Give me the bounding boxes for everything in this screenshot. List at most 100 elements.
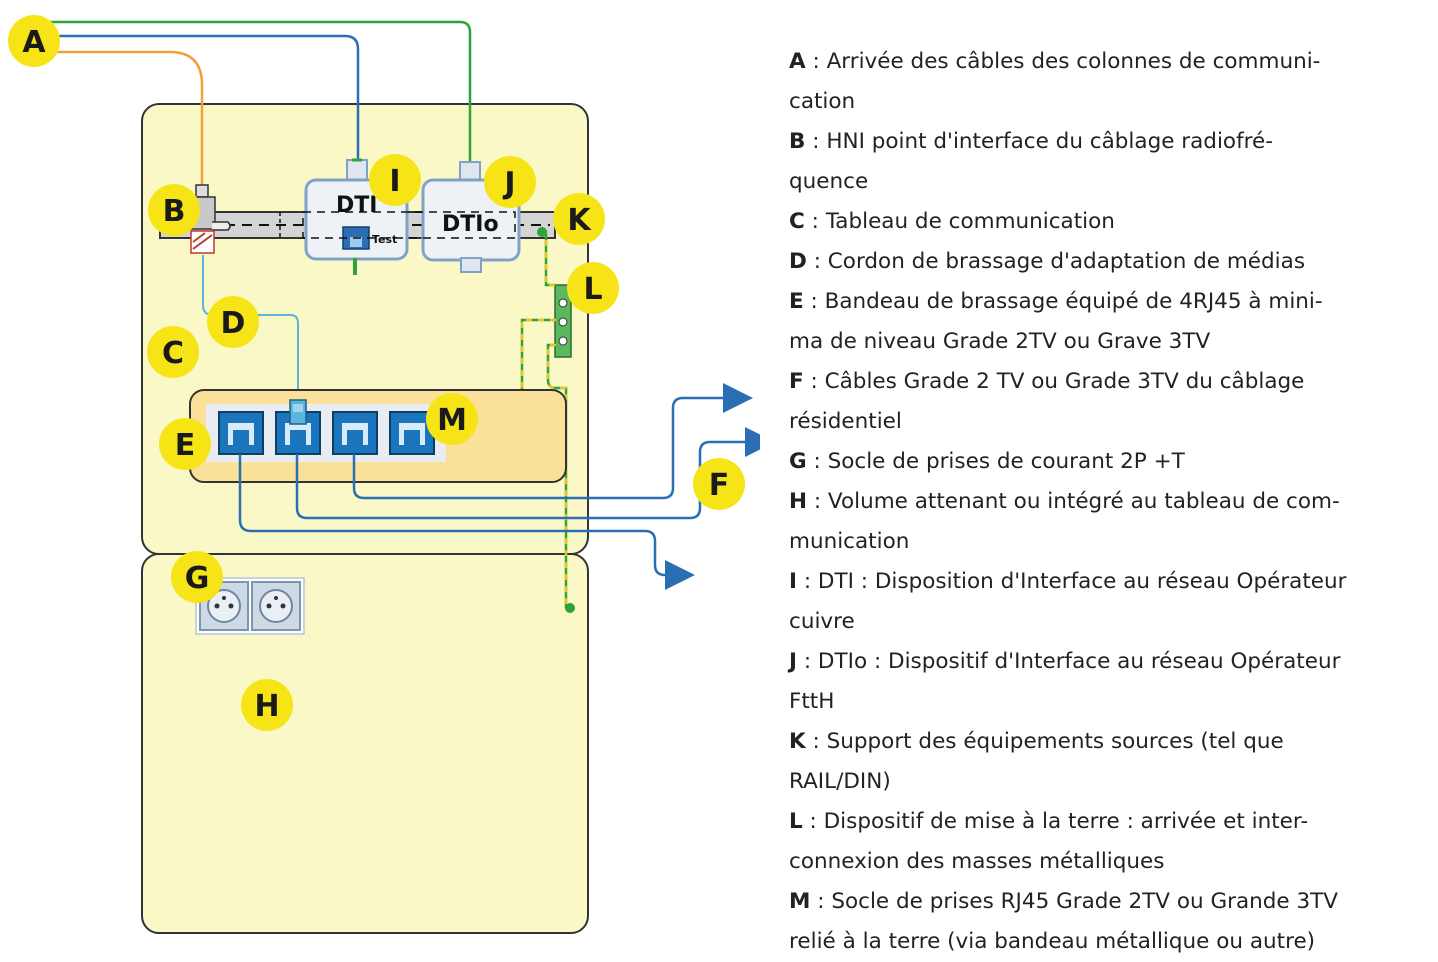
legend-key: G [789, 449, 807, 474]
legend-key: B [789, 129, 806, 154]
legend-text: DTIo : Dispositif d'Interface au réseau … [817, 649, 1341, 674]
legend-text: Volume attenant ou intégré au tableau de… [827, 489, 1340, 514]
legend-text: HNI point d'interface du câblage radiofr… [826, 129, 1274, 154]
dti-label: DTI [336, 193, 377, 218]
legend-text-continued: munication [789, 529, 910, 554]
badge-m: M [426, 393, 478, 445]
legend-text: DTI : Disposition d'Interface au réseau … [817, 569, 1347, 594]
cable-blue-incoming [35, 34, 360, 165]
legend-separator: : [805, 49, 827, 74]
legend-item-i: I : DTI : Disposition d'Interface au rés… [789, 562, 1434, 642]
legend-separator: : [806, 449, 828, 474]
legend-item-h: H : Volume attenant ou intégré au tablea… [789, 482, 1434, 562]
legend-item-l: L : Dispositif de mise à la terre : arri… [789, 802, 1434, 882]
legend-key: F [789, 369, 804, 394]
residential-cables [238, 383, 760, 590]
legend-text-continued: quence [789, 169, 869, 194]
legend-key: I [789, 569, 797, 594]
badge-l: L [567, 262, 619, 314]
legend-key: D [789, 249, 807, 274]
legend-key: C [789, 209, 805, 234]
badge-m-label: M [437, 403, 467, 438]
legend-text: Câbles Grade 2 TV ou Grade 3TV du câblag… [824, 369, 1305, 394]
badge-c: C [147, 326, 199, 378]
badge-e: E [159, 418, 211, 470]
legend-key: M [789, 889, 811, 914]
power-socket-1 [199, 581, 249, 631]
legend-item-j: J : DTIo : Dispositif d'Interface au rés… [789, 642, 1434, 722]
legend-separator: : [805, 129, 827, 154]
legend-item-d: D : Cordon de brassage d'adaptation de m… [789, 242, 1434, 282]
badge-j: J [484, 156, 536, 208]
legend-separator: : [803, 369, 825, 394]
badge-a-label: A [22, 25, 46, 60]
rj45-port-3 [332, 411, 378, 455]
legend-separator: : [797, 569, 818, 594]
cable-green-incoming [35, 20, 472, 165]
badge-b-label: B [163, 194, 186, 229]
badge-c-label: C [162, 336, 184, 371]
legend-key: L [789, 809, 803, 834]
legend-text: Cordon de brassage d'adaptation de média… [827, 249, 1306, 274]
legend-text-continued: cation [789, 89, 856, 114]
rj45-port-4 [389, 411, 435, 455]
earth-point-lower [565, 603, 575, 613]
badge-d: D [207, 296, 259, 348]
legend-separator: : [807, 489, 828, 514]
legend-key: K [789, 729, 806, 754]
badge-h-label: H [254, 689, 279, 724]
badge-e-label: E [175, 428, 196, 463]
power-socket-2 [251, 581, 301, 631]
badge-g: G [171, 551, 223, 603]
legend-text: Socle de prises RJ45 Grade 2TV ou Grande… [831, 889, 1338, 914]
legend-text-continued: relié à la terre (via bandeau métallique… [789, 929, 1316, 954]
badge-k-label: K [567, 203, 592, 238]
legend-text-continued: résidentiel [789, 409, 902, 434]
badge-i-label: I [389, 164, 400, 199]
legend-item-g: G : Socle de prises de courant 2P +T [789, 442, 1434, 482]
dti-test-label: Test [372, 233, 397, 246]
earth-point-k [537, 227, 547, 237]
badge-b: B [148, 184, 200, 236]
badge-h: H [241, 679, 293, 731]
legend-text-continued: cuivre [789, 609, 855, 634]
communication-panel-diagram: DTI Test DTIo [8, 15, 760, 934]
legend-key: E [789, 289, 804, 314]
legend-key: H [789, 489, 807, 514]
legend-text: Bandeau de brassage équipé de 4RJ45 à mi… [824, 289, 1323, 314]
legend-text: Socle de prises de courant 2P +T [827, 449, 1185, 474]
legend-item-f: F : Câbles Grade 2 TV ou Grade 3TV du câ… [789, 362, 1434, 442]
legend-item-e: E : Bandeau de brassage équipé de 4RJ45 … [789, 282, 1434, 362]
rj45-port-1 [218, 411, 264, 455]
cable-orange-incoming [35, 50, 204, 188]
rj45-plug [289, 399, 307, 425]
legend-text-continued: connexion des masses métalliques [789, 849, 1165, 874]
legend-separator: : [803, 289, 825, 314]
legend-separator: : [802, 809, 824, 834]
legend-text-continued: FttH [789, 689, 835, 714]
legend-separator: : [804, 209, 826, 234]
legend-item-m: M : Socle de prises RJ45 Grade 2TV ou Gr… [789, 882, 1434, 962]
badge-a: A [8, 15, 60, 67]
badge-j-label: J [502, 166, 515, 201]
legend-key: A [789, 49, 806, 74]
badge-d-label: D [221, 306, 246, 341]
badge-f: F [693, 458, 745, 510]
legend-item-c: C : Tableau de communication [789, 202, 1434, 242]
legend-separator: : [810, 889, 832, 914]
legend-text-continued: ma de niveau Grade 2TV ou Grave 3TV [789, 329, 1211, 354]
legend-key: J [789, 649, 797, 674]
legend-separator: : [806, 249, 828, 274]
legend-item-a: A : Arrivée des câbles des colonnes de c… [789, 42, 1434, 122]
legend-text: Dispositif de mise à la terre : arrivée … [823, 809, 1309, 834]
rj45-ports [218, 411, 435, 455]
din-rail-dashed-zone [302, 211, 516, 239]
legend-text: Support des équipements sources (tel que [826, 729, 1284, 754]
legend-item-k: K : Support des équipements sources (tel… [789, 722, 1434, 802]
badge-k: K [553, 193, 605, 245]
dtio-label: DTIo [442, 212, 499, 237]
legend: A : Arrivée des câbles des colonnes de c… [789, 42, 1434, 962]
legend-text: Arrivée des câbles des colonnes de commu… [826, 49, 1321, 74]
diagram-drawing: DTI Test DTIo [8, 15, 760, 731]
legend-separator: : [805, 729, 827, 754]
